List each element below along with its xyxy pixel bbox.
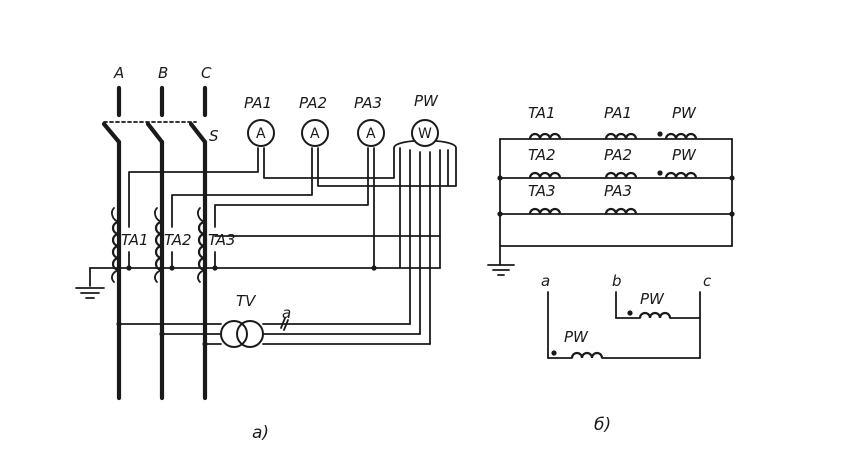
- row2-ammeter-label: PA2: [604, 146, 632, 164]
- junction-dots-a: [116, 265, 377, 347]
- diagram-b: TA1 PA1 PW TA2 PA2 PW TA3 PA3 a b c PW P…: [487, 104, 735, 435]
- ammeter-pa2-symbol: A: [310, 126, 320, 142]
- ammeter-pa3-symbol: A: [366, 126, 376, 142]
- ammeter-coil-b-pa2: [604, 171, 638, 179]
- ct-coil-ta1: [111, 207, 120, 283]
- row1-wattmeter-label: PW: [672, 104, 697, 122]
- ammeter-pa1-symbol: A: [256, 126, 266, 142]
- caption-b: б): [594, 415, 611, 435]
- tv-label: TV: [236, 292, 257, 310]
- wattmeter-symbol: W: [418, 126, 432, 142]
- phase-label-c: C: [201, 64, 212, 82]
- terminal-b-label: b: [612, 272, 622, 290]
- row2-wattmeter-label: PW: [672, 146, 697, 164]
- ammeter-pa1: A: [247, 119, 275, 147]
- ct-label-ta2: TA2: [164, 231, 192, 249]
- diagram-a: A B C S: [75, 64, 457, 443]
- terminal-a-label: a: [541, 272, 550, 290]
- terminal-c-label: c: [703, 272, 712, 290]
- row3-ammeter-label: PA3: [604, 182, 632, 200]
- ct-coil-b-ta1: [528, 132, 562, 140]
- voltage-transformer-tv: [118, 267, 431, 348]
- caption-a: а): [252, 423, 269, 443]
- ammeter-pa3: A: [357, 119, 385, 147]
- ammeter-coil-b-pa1: [604, 132, 638, 140]
- voltage-coil-label-2: PW: [564, 328, 589, 346]
- row3-ct-label: TA3: [528, 182, 556, 200]
- row2-ct-label: TA2: [528, 146, 556, 164]
- ammeter-label-pa1: PA1: [244, 94, 272, 112]
- switch-label: S: [209, 127, 219, 145]
- ct-coil-b-ta3: [528, 207, 562, 215]
- ammeter-pa2: A: [301, 119, 329, 147]
- row1-ammeter-label: PA1: [604, 104, 632, 122]
- ct-coil-ta2: [154, 207, 163, 283]
- ammeter-label-pa2: PA2: [299, 94, 327, 112]
- row1-ct-label: TA1: [528, 104, 556, 122]
- ct-coil-ta3: [197, 207, 206, 283]
- ct-coil-b-ta2: [528, 171, 562, 179]
- ct-secondary-wiring: [75, 139, 457, 299]
- ct-label-ta1: TA1: [121, 231, 149, 249]
- wattmeter-pw: W: [411, 119, 439, 147]
- voltage-circuit: [547, 291, 701, 359]
- ammeter-coil-b-pa3: [604, 207, 638, 215]
- switch-s: [101, 121, 208, 145]
- phase-label-b: B: [158, 64, 168, 82]
- ct-label-ta3: TA3: [208, 231, 236, 249]
- wattmeter-label: PW: [414, 92, 439, 110]
- wattmeter-coil-b-1: [664, 132, 698, 140]
- junction-dots-b: [497, 175, 735, 217]
- phase-label-a: A: [113, 64, 124, 82]
- tv-terminal-label: a: [282, 304, 291, 322]
- wattmeter-coil-b-2: [664, 171, 698, 179]
- ammeter-label-pa3: PA3: [354, 94, 382, 112]
- voltage-coil-label-1: PW: [640, 290, 665, 308]
